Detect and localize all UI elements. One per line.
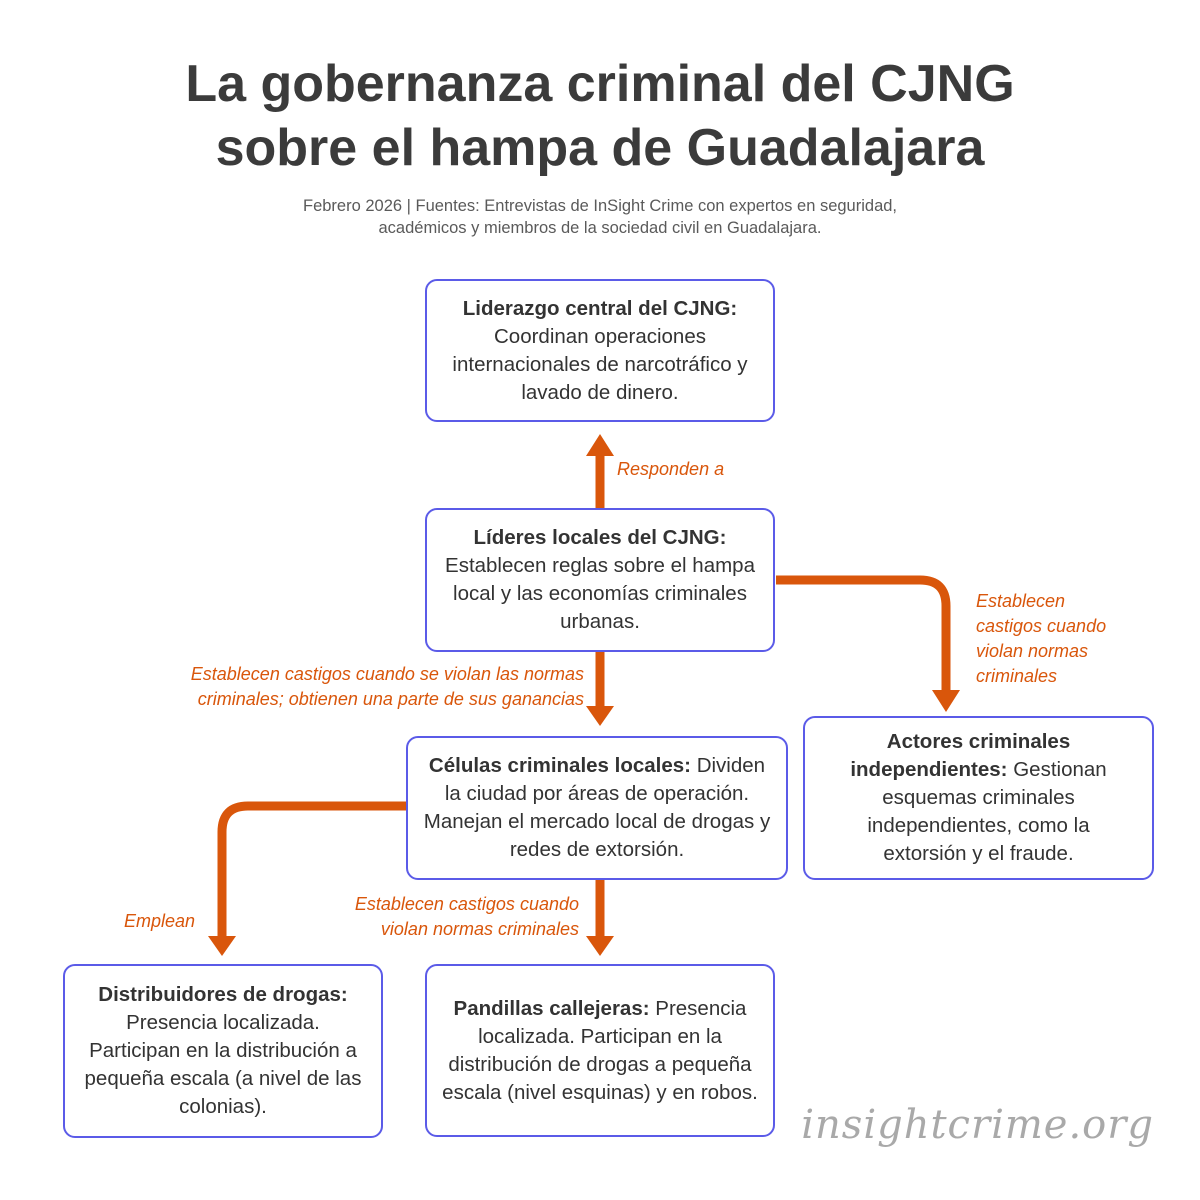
edge-label-text: Responden a [617,459,725,479]
arrow-cells-to-distributors [217,801,406,942]
edge-label-employ: Emplean [124,909,195,934]
node-heading: Pandillas callejeras: [453,996,650,1020]
subtitle: Febrero 2026 | Fuentes: Entrevistas de I… [0,195,1200,239]
edge-label-punish-share: Establecen castigos cuando se violan las… [100,662,584,712]
site-watermark: insightcrime.org [801,1102,1154,1148]
node-independent-actors: Actores criminales independientes: Gesti… [803,716,1154,880]
node-local-cells: Células criminales locales: Dividen la c… [406,736,788,880]
node-heading: Distribuidores de drogas: [98,983,348,1006]
edge-label-text: Emplean [124,911,196,931]
arrowhead-distributors [208,936,236,956]
subtitle-line-1: Febrero 2026 | Fuentes: Entrevistas de I… [302,197,898,215]
arrow-local-to-independent [776,575,951,692]
node-text: Gestionan esquemas criminales independie… [867,758,1107,865]
edge-label-respond: Responden a [617,457,724,482]
edge-label-line: violan normas criminales [380,919,579,939]
arrowhead-independent [932,690,960,712]
node-text: Presencia localizada. Participan en la d… [84,1011,362,1118]
edge-label-line: castigos cuando [976,616,1107,636]
node-heading: Células criminales locales: [428,754,691,777]
node-text: Presencia localizada. Participan en la d… [442,996,758,1104]
edge-label-punish-independent: Establecen castigos cuando violan normas… [976,589,1106,689]
edge-label-line: criminales; obtienen una parte de sus ga… [197,689,584,709]
edge-label-line: Establecen castigos cuando se violan las… [190,664,584,684]
node-street-gangs: Pandillas callejeras: Presencia localiza… [425,964,775,1137]
edge-label-line: criminales [976,666,1058,686]
node-text: Coordinan operaciones internacionales de… [452,324,748,404]
node-text: Dividen la ciudad por áreas de operación… [423,754,771,861]
title-line-2: sobre el hampa de Guadalajara [215,119,985,177]
node-heading: Liderazgo central del CJNG: [462,296,738,320]
node-drug-distributors: Distribuidores de drogas: Presencia loca… [63,964,383,1138]
title-line-1: La gobernanza criminal del CJNG [185,55,1015,113]
arrowhead-cells [586,706,614,726]
edge-label-line: Establecen [976,591,1066,611]
arrowhead-central [586,434,614,456]
edge-label-punish-gangs: Establecen castigos cuando violan normas… [290,892,579,942]
node-text: Establecen reglas sobre el hampa local y… [445,554,755,633]
page-title: La gobernanza criminal del CJNG sobre el… [0,52,1200,180]
node-heading: Líderes locales del CJNG: [473,526,727,549]
node-central-leadership: Liderazgo central del CJNG: Coordinan op… [425,279,775,422]
arrowhead-gangs [586,936,614,956]
edge-label-line: violan normas [976,641,1089,661]
node-heading: Actores criminales independientes: [850,730,1071,781]
node-local-leaders: Líderes locales del CJNG: Establecen reg… [425,508,775,652]
edge-label-line: Establecen castigos cuando [354,894,579,914]
subtitle-line-2: académicos y miembros de la sociedad civ… [378,219,822,237]
